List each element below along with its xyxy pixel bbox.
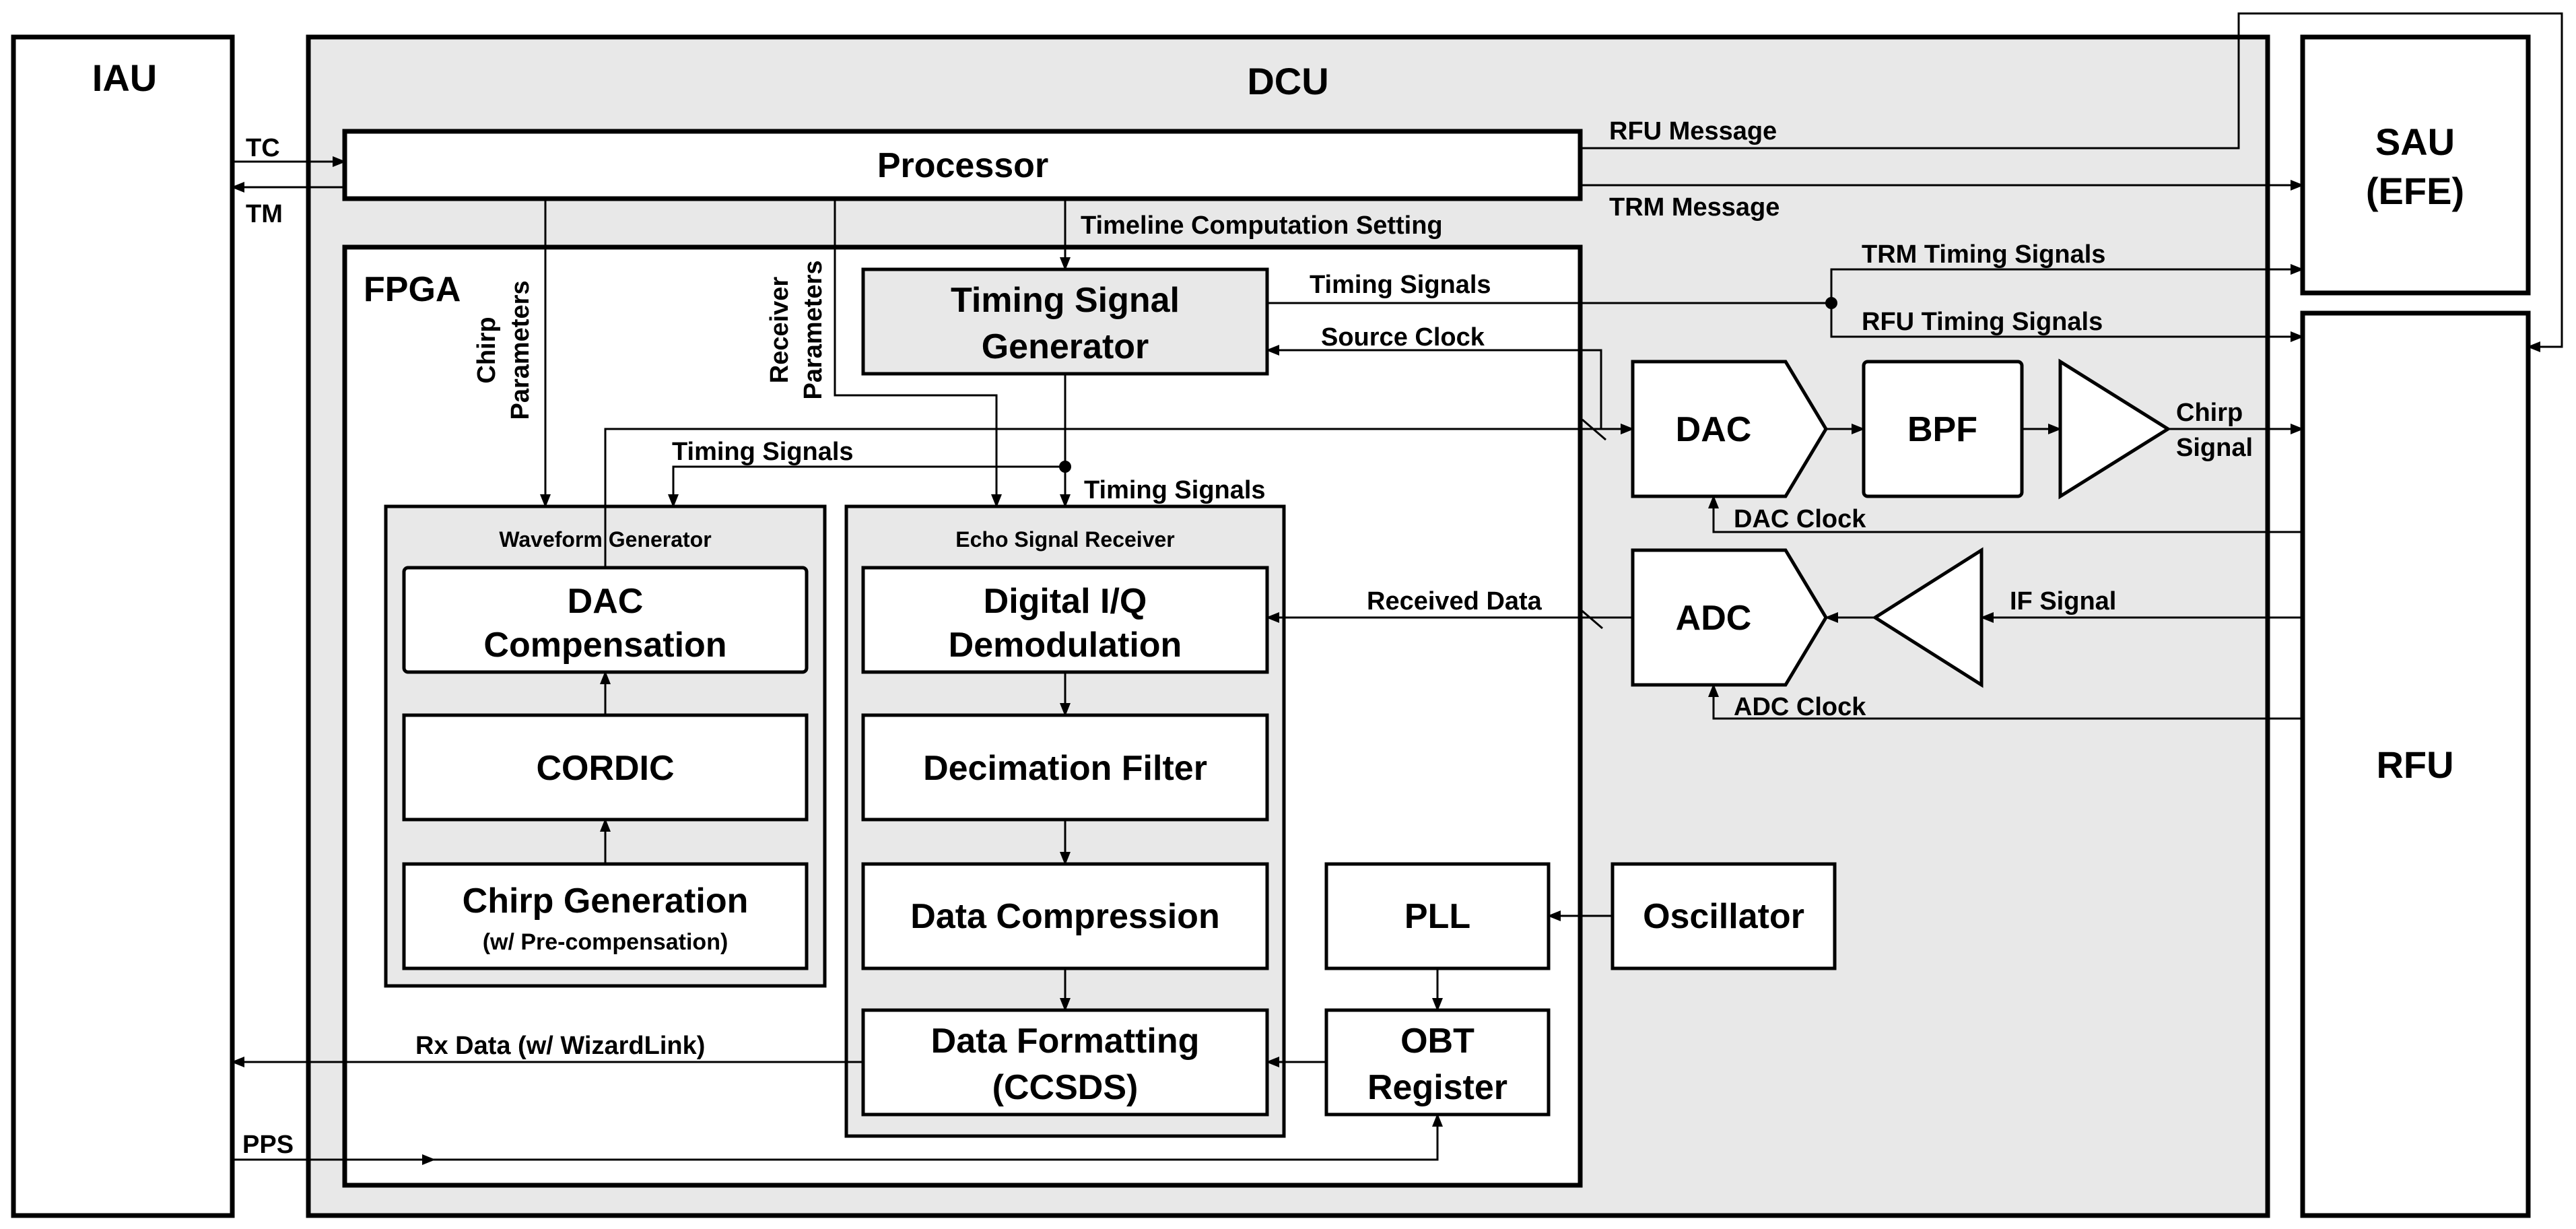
timing-signals-waveform-label: Timing Signals <box>672 438 854 466</box>
tsg-label-line2: Generator <box>982 327 1149 366</box>
decimation-filter-label: Decimation Filter <box>923 749 1207 788</box>
pps-label: PPS <box>242 1131 294 1159</box>
rfu-block: RFU <box>2300 310 2531 1218</box>
dac-compensation-label-line1: DAC <box>568 582 644 621</box>
data-compression-block: Data Compression <box>861 862 1269 970</box>
chirp-generation-label: Chirp Generation <box>463 882 749 921</box>
pll-label: PLL <box>1404 897 1470 936</box>
tm-label: TM <box>246 200 283 228</box>
rx-data-label: Rx Data (w/ WizardLink) <box>415 1032 705 1060</box>
data-formatting-label-line2: (CCSDS) <box>992 1068 1139 1107</box>
dac-label: DAC <box>1676 410 1752 449</box>
echo-signal-receiver-label: Echo Signal Receiver <box>955 527 1174 552</box>
decimation-filter-block: Decimation Filter <box>861 713 1269 822</box>
receiver-parameters-label-line2: Parameters <box>799 260 827 399</box>
chirp-parameters-label-line2: Parameters <box>506 280 535 420</box>
cordic-label: CORDIC <box>536 749 674 788</box>
bpf-block: BPF <box>1862 360 2024 498</box>
timing-signal-generator-block: Timing Signal Generator <box>861 267 1269 376</box>
tc-label: TC <box>246 134 280 162</box>
processor-block: Processor <box>342 129 1583 201</box>
oscillator-label: Oscillator <box>1643 897 1804 936</box>
data-formatting-label-line1: Data Formatting <box>931 1022 1200 1061</box>
tsg-label-line1: Timing Signal <box>951 281 1180 320</box>
dac-clock-label: DAC Clock <box>1734 505 1866 533</box>
obt-register-label-line1: OBT <box>1400 1022 1475 1061</box>
timing-signals-top-label: Timing Signals <box>1310 271 1491 299</box>
timing-signals-receiver-label: Timing Signals <box>1084 476 1266 504</box>
obt-register-label-line2: Register <box>1367 1068 1507 1107</box>
source-clock-label: Source Clock <box>1321 323 1485 352</box>
digital-iq-label-line1: Digital I/Q <box>984 582 1147 621</box>
processor-label: Processor <box>877 146 1048 185</box>
iau-block: IAU <box>11 34 235 1218</box>
dac-converter-block: DAC <box>1631 360 1828 498</box>
chirp-signal-label-line2: Signal <box>2176 434 2253 462</box>
if-signal-label: IF Signal <box>2010 587 2116 616</box>
timeline-setting-label: Timeline Computation Setting <box>1081 211 1443 240</box>
dac-compensation-block: DAC Compensation <box>402 566 809 674</box>
adc-clock-label: ADC Clock <box>1734 693 1866 721</box>
signal-labels: TC TM RFU Message TRM Message Timeline C… <box>242 117 2253 1159</box>
chirp-generation-sublabel: (w/ Pre-compensation) <box>483 929 728 955</box>
receiver-parameters-label-line1: Receiver <box>766 277 794 384</box>
pll-block: PLL <box>1324 862 1551 970</box>
dac-compensation-label-line2: Compensation <box>483 626 726 665</box>
digital-iq-label-line2: Demodulation <box>949 626 1182 665</box>
sau-label-line1: SAU <box>2375 121 2455 163</box>
oscillator-block: Oscillator <box>1611 862 1837 970</box>
adc-label: ADC <box>1676 599 1752 638</box>
fpga-label: FPGA <box>364 270 461 309</box>
bpf-label: BPF <box>1907 410 1977 449</box>
sau-label-line2: (EFE) <box>2366 170 2464 212</box>
data-formatting-block: Data Formatting (CCSDS) <box>861 1008 1269 1117</box>
sau-block: SAU (EFE) <box>2300 34 2531 296</box>
dcu-label: DCU <box>1247 60 1328 102</box>
chirp-parameters-label-line1: Chirp <box>473 317 501 383</box>
trm-timing-signals-label: TRM Timing Signals <box>1862 240 2105 269</box>
rfu-message-label: RFU Message <box>1609 117 1777 145</box>
chirp-generation-block: Chirp Generation (w/ Pre-compensation) <box>402 862 809 970</box>
data-compression-label: Data Compression <box>910 897 1219 936</box>
digital-iq-demodulation-block: Digital I/Q Demodulation <box>861 566 1269 674</box>
connection-lines <box>231 12 2563 1165</box>
rfu-label: RFU <box>2376 743 2453 786</box>
received-data-label: Received Data <box>1367 587 1543 616</box>
rfu-timing-signals-label: RFU Timing Signals <box>1862 308 2103 336</box>
cordic-block: CORDIC <box>402 713 809 822</box>
adc-converter-block: ADC <box>1631 548 1828 687</box>
obt-register-block: OBT Register <box>1324 1008 1551 1117</box>
chirp-signal-label-line1: Chirp <box>2176 399 2243 427</box>
trm-message-label: TRM Message <box>1609 193 1780 222</box>
iau-label: IAU <box>92 57 157 99</box>
